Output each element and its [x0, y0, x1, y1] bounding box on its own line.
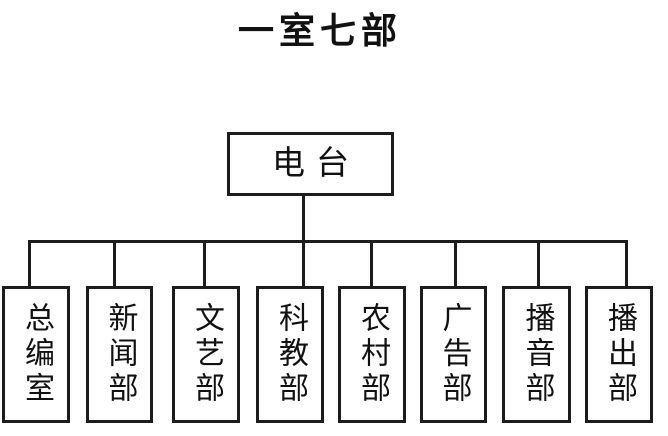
department-node: 农村部 [338, 286, 406, 423]
connector-drop [113, 240, 116, 288]
chart-title: 一室七部 [237, 11, 402, 51]
connector-drop [454, 240, 457, 288]
department-node: 播音部 [502, 286, 571, 423]
root-node-label: 电台 [272, 145, 360, 182]
connector-bus [28, 240, 628, 243]
connector-drop [370, 240, 373, 288]
connector-drop [302, 240, 305, 288]
department-node-label: 文艺部 [190, 302, 223, 407]
department-node: 科教部 [256, 286, 324, 423]
department-node-label: 广告部 [437, 302, 471, 407]
connector-drop [203, 240, 206, 288]
department-node-label: 播音部 [520, 302, 554, 407]
connector-drop [537, 240, 540, 288]
department-node-label: 总编室 [20, 302, 53, 407]
department-node-label: 新闻部 [103, 302, 137, 407]
department-node: 总编室 [2, 286, 70, 423]
department-node: 新闻部 [86, 286, 153, 423]
department-node-label: 播出部 [603, 302, 636, 407]
connector-stem [302, 195, 305, 243]
department-node: 文艺部 [172, 286, 240, 423]
department-node-label: 科教部 [274, 302, 307, 407]
department-node-label: 农村部 [356, 302, 389, 407]
connector-drop [28, 240, 31, 288]
root-node: 电台 [227, 132, 394, 196]
connector-drop [625, 240, 628, 288]
department-node: 广告部 [420, 286, 487, 423]
department-node: 播出部 [585, 286, 653, 423]
